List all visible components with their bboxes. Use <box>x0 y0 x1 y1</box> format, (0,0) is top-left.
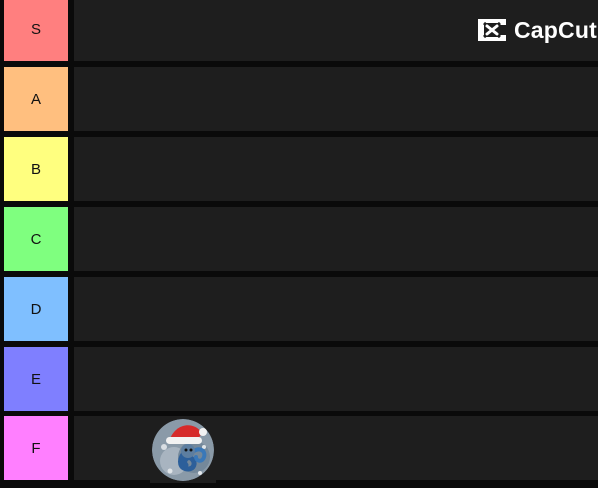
capcut-watermark: CapCut <box>476 15 597 45</box>
tier-slot-e[interactable] <box>74 347 598 411</box>
tier-row-b: B <box>0 137 598 201</box>
capcut-logo-icon <box>478 19 506 41</box>
tier-row-d: D <box>0 277 598 341</box>
tier-row-c: C <box>0 207 598 271</box>
tier-row-f: F <box>0 416 598 483</box>
tier-label-s[interactable]: S <box>4 0 68 61</box>
tier-row-s: S <box>0 0 598 61</box>
tier-item-avatar[interactable] <box>150 417 216 483</box>
tier-row-a: A <box>0 67 598 131</box>
santa-hat-character-avatar-icon <box>150 417 216 483</box>
tier-slot-c[interactable] <box>74 207 598 271</box>
tier-label-c[interactable]: C <box>4 207 68 271</box>
tier-slot-b[interactable] <box>74 137 598 201</box>
tier-label-f[interactable]: F <box>4 416 68 480</box>
tier-label-b[interactable]: B <box>4 137 68 201</box>
watermark-text: CapCut <box>514 16 597 43</box>
tier-label-a[interactable]: A <box>4 67 68 131</box>
tier-label-e[interactable]: E <box>4 347 68 411</box>
tier-slot-s[interactable] <box>74 0 598 61</box>
tier-slot-d[interactable] <box>74 277 598 341</box>
tier-label-d[interactable]: D <box>4 277 68 341</box>
tier-slot-f[interactable] <box>74 416 598 483</box>
tier-slot-a[interactable] <box>74 67 598 131</box>
tier-row-e: E <box>0 347 598 411</box>
